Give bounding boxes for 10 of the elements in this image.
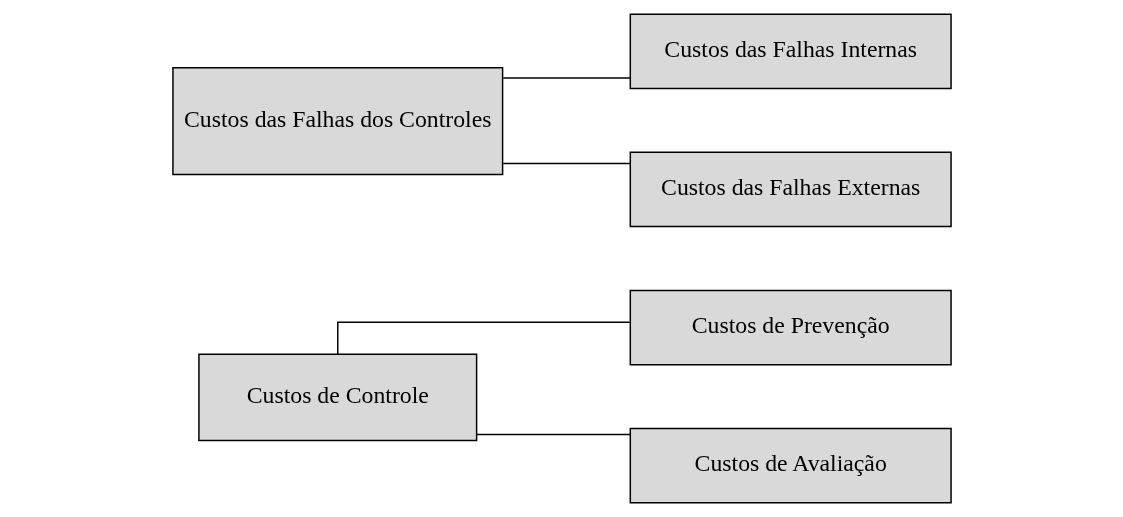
node-box: Custos das Falhas dos Controles — [171, 66, 503, 176]
node-box: Custos de Avaliação — [629, 427, 952, 504]
node-box: Custos das Falhas Externas — [629, 151, 952, 228]
connector — [501, 162, 631, 165]
connector — [475, 433, 631, 436]
node-box: Custos das Falhas Internas — [629, 13, 952, 90]
node-box: Custos de Prevenção — [629, 289, 952, 366]
connector — [336, 321, 630, 355]
node-box: Custos de Controle — [197, 353, 477, 442]
connector — [501, 77, 631, 79]
